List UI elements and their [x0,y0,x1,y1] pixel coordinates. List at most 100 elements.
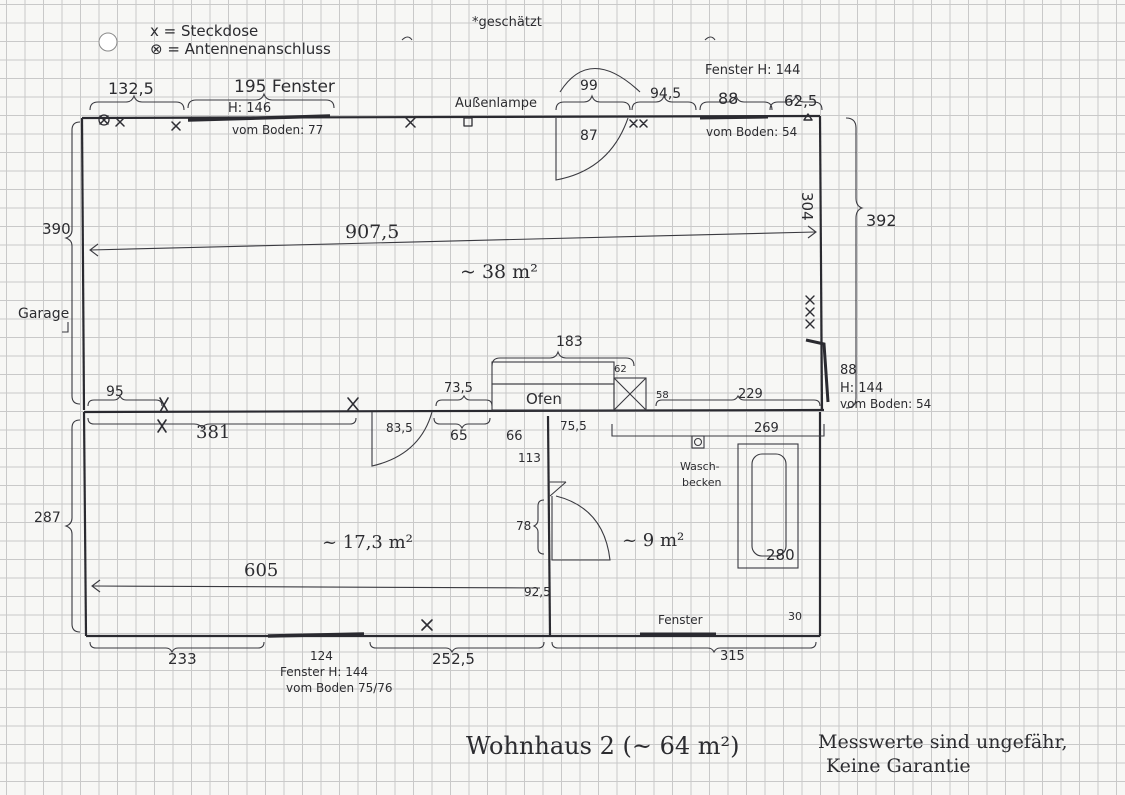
window2-floor-54: vom Boden: 54 [706,125,797,139]
dim-605: 605 [244,560,278,581]
sink-drain [693,437,703,447]
sink-icon [691,435,705,449]
bathtub-inner [751,453,787,557]
bracket-229 [655,394,821,407]
dim-65: 65 [450,428,468,444]
outlet-marks-right [805,295,815,329]
lamp-icon [463,117,473,127]
wall-bathroom-divider [546,415,552,637]
window-floor-77: vom Boden: 77 [232,123,323,137]
bracket-287 [64,419,81,633]
wall-left-lower [82,411,88,637]
counter-outline [611,424,825,437]
bath-window-label: Fenster [658,613,703,627]
bracket-945 [631,94,697,111]
outdoor-lamp-label: Außenlampe [455,96,537,111]
bottom-window-floor: vom Boden 75/76 [286,681,393,695]
outlet-mark [157,419,167,433]
note-line-2: Keine Garantie [826,755,971,777]
outlet-mark [803,113,813,121]
legend-outlet: x = Steckdose [150,22,258,40]
door-swing-bath [551,495,611,561]
bracket-65 [433,417,491,430]
door-arc-top [559,68,641,93]
outlet-mark [171,121,181,131]
garage-label: Garage [18,306,69,322]
punch-hole [98,32,118,52]
dim-30: 30 [788,610,802,623]
bracket-88 [699,94,773,111]
right-window-floor: vom Boden: 54 [840,397,931,411]
dim-925: 92,5 [524,585,551,599]
dim-183: 183 [556,334,583,350]
bracket-2525 [369,641,545,654]
dim-62: 62 [614,364,627,375]
dim-315: 315 [720,649,745,664]
dim-window-124: 124 [310,649,333,663]
wall-right-upper [818,115,824,411]
bracket-95 [87,394,163,407]
legend-estimated: *geschätzt [472,15,542,30]
arrow-right [807,225,817,239]
right-window-height: H: 144 [840,381,883,396]
antenna-icon [98,114,110,126]
dim-735: 73,5 [444,381,473,396]
bracket-1325 [89,94,185,111]
dim-66: 66 [506,429,523,444]
dim-2525: 252,5 [432,650,475,668]
outlet-mark [421,619,433,631]
wall-top [81,114,821,120]
oven-top-box [491,361,615,385]
dim-1325: 132,5 [108,79,154,98]
dim-835: 83,5 [386,421,413,435]
bracket-99 [555,94,631,111]
bracket-392 [845,117,864,409]
dim-right-window-88: 88 [840,363,857,378]
dim-945: 94,5 [650,86,681,102]
arrow-left [91,579,101,593]
dim-window2-88: 88 [718,89,738,108]
dim-95: 95 [106,384,124,400]
garage-arrow [62,322,69,333]
wall-left-upper [80,117,86,411]
dim-755: 75,5 [560,419,587,433]
dim-78: 78 [516,519,531,533]
dim-287: 287 [34,510,61,526]
dim-280: 280 [766,546,795,564]
window-top-left [187,114,331,122]
area-room: ~ 17,3 m² [322,532,413,553]
door-swing-bath-leaf [548,481,567,497]
dim-392: 392 [866,211,897,230]
note-line-1: Messwerte sind ungefähr, [818,731,1068,753]
outlet-mark [405,117,416,128]
dim-390: 390 [42,220,71,238]
legend-antenna: ⊗ = Antennenanschluss [150,40,331,58]
bracket-390 [64,121,81,405]
outlet-mark [347,397,359,411]
chimney-box [613,377,647,411]
dim-58: 58 [656,390,669,401]
bottom-window-label: Fenster H: 144 [280,665,368,679]
outlet-mark [159,397,169,413]
window-bottom [267,632,365,638]
door-swing-top [555,117,629,181]
dim-line-605 [91,585,541,589]
outlet-marks [99,115,125,127]
window-top-right [699,115,769,120]
dim-381: 381 [196,422,230,443]
door-swing-middle [371,411,433,467]
window-right [805,338,830,403]
outlet-marks [629,119,648,128]
arrow-left [89,243,99,257]
dim-window-195: 195 Fenster [234,77,335,97]
plan-title: Wohnhaus 2 (~ 64 m²) [466,732,739,760]
area-bath: ~ 9 m² [622,530,684,551]
bathtub [737,443,799,569]
bracket-381 [87,417,357,430]
dim-229: 229 [738,387,763,402]
dim-304: 304 [798,192,816,221]
dim-269: 269 [754,421,779,436]
chimney-cross [613,377,647,411]
bracket-233 [89,641,265,654]
